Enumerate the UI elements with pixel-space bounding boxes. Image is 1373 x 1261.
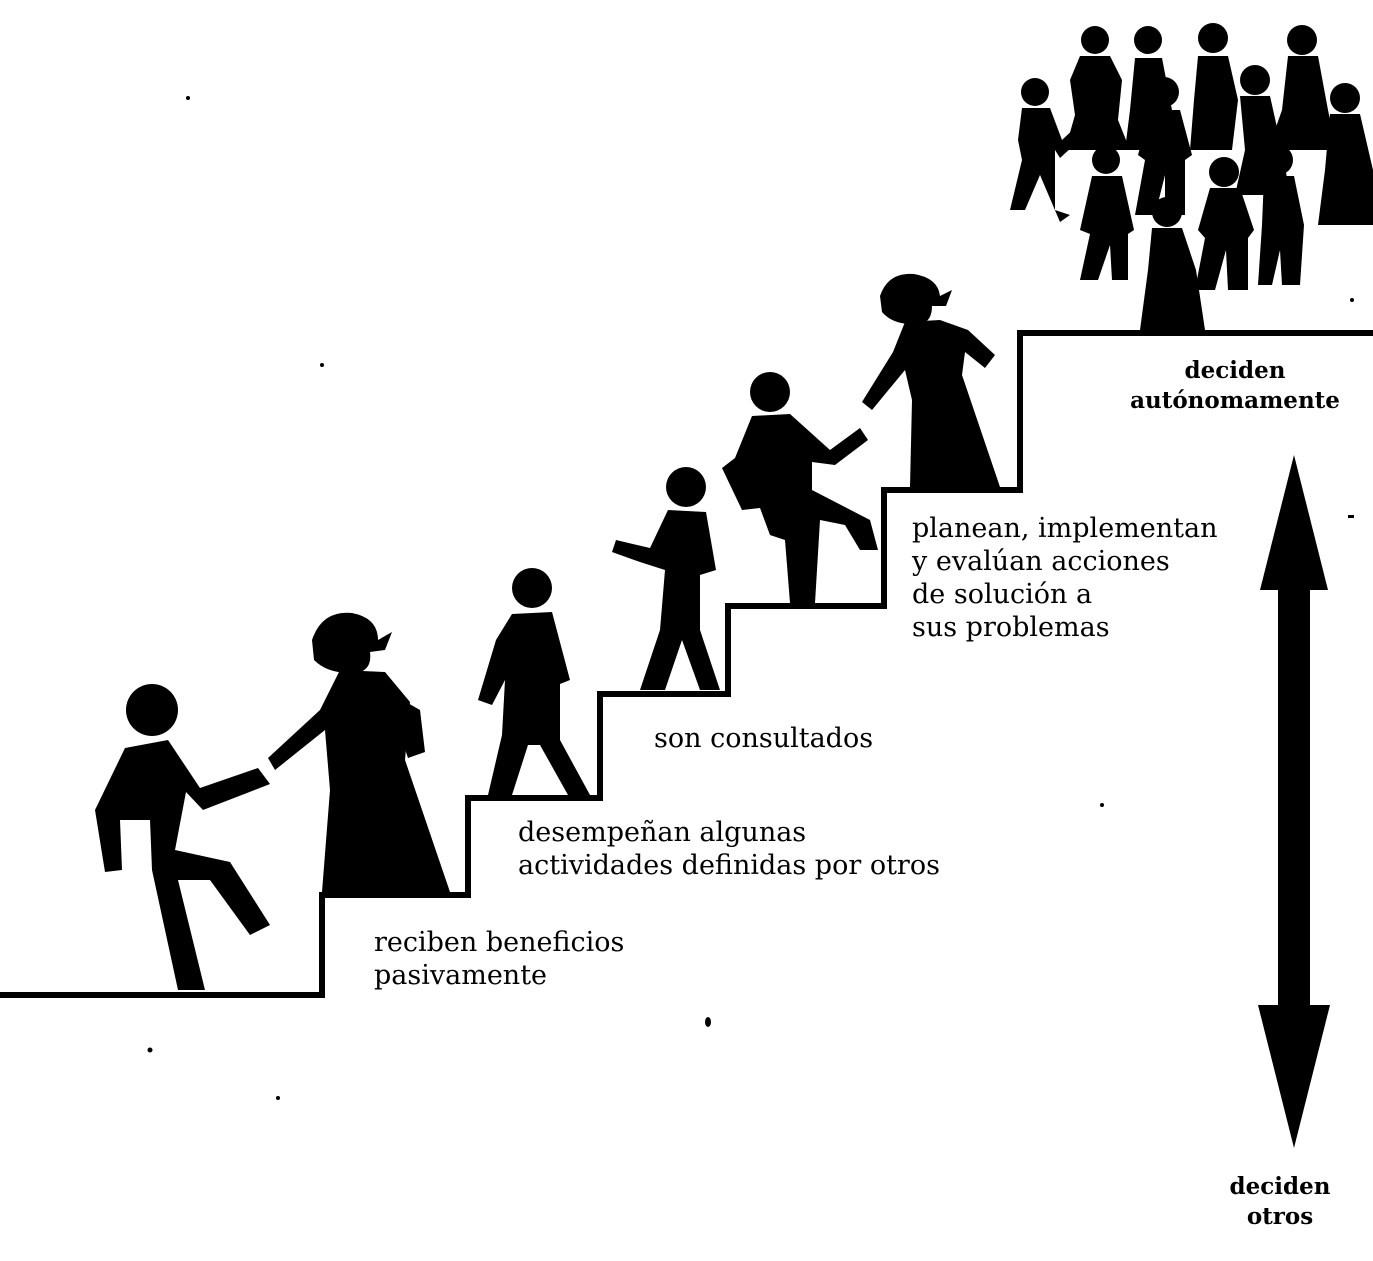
bottom-label-line: otros [1246, 1203, 1314, 1230]
decision-scale-arrow [1258, 455, 1330, 1148]
step-label-line: desempeñan algunas [518, 817, 807, 848]
step-label-line: actividades definidas por otros [518, 850, 940, 881]
climbing-man-figure-1 [95, 684, 270, 990]
walking-man-figure-3 [478, 568, 590, 795]
crowd-group [1010, 23, 1373, 330]
top-label-line: deciden [1184, 357, 1286, 384]
staircase-outline [0, 330, 1373, 998]
step-label-line: planean, implementan [912, 513, 1218, 544]
step-label-consulted: son consultados [654, 722, 873, 755]
scan-specks [147, 96, 1354, 1100]
climbing-man-figure-5 [722, 372, 878, 603]
top-label-decide-autonomously: deciden autónomamente [1100, 356, 1370, 416]
step-label-line: sus problemas [912, 612, 1110, 643]
step-label-line: son consultados [654, 723, 874, 754]
bottom-label-others-decide: deciden otros [1200, 1172, 1360, 1232]
woman-figure-6 [862, 273, 1000, 487]
helping-woman-figure-2 [268, 612, 450, 892]
step-label-line: pasivamente [374, 960, 548, 991]
step-label-perform-activities: desempeñan algunas actividades definidas… [518, 816, 940, 882]
step-label-receive-benefits: reciben beneficios pasivamente [374, 926, 624, 992]
walking-man-figure-4 [612, 467, 720, 690]
step-label-line: reciben beneficios [374, 927, 625, 958]
top-label-line: autónomamente [1130, 387, 1340, 414]
step-label-line: de solución a [912, 579, 1093, 610]
step-label-plan-implement-evaluate: planean, implementan y evalúan acciones … [912, 512, 1217, 644]
step-label-line: y evalúan acciones [912, 546, 1170, 577]
bottom-label-line: deciden [1229, 1173, 1331, 1200]
